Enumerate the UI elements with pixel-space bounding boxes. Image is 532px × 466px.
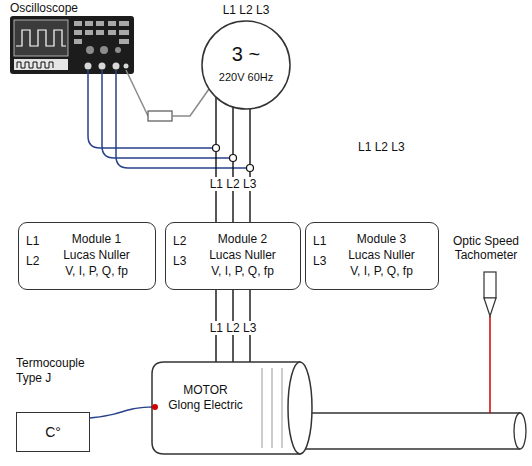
scope-button	[74, 39, 82, 44]
source-text: 3 ~	[232, 42, 260, 66]
motor: MOTOR Glong Electric	[150, 360, 314, 456]
measurement-module: L1 L2Module 1Lucas Nuller V, I, P, Q, fp	[18, 222, 156, 290]
source-text: 220V 60Hz	[219, 70, 273, 84]
module-text: Lucas Nuller V, I, P, Q, fp	[342, 247, 422, 279]
scope-knob	[100, 46, 108, 54]
sensor-box: C°	[16, 412, 90, 452]
reference-lead	[126, 70, 209, 121]
junction-dot	[213, 145, 220, 152]
phase-label: L1 L2 L3	[208, 321, 259, 335]
instrument-label: Optic Speed Tachometer	[446, 234, 526, 262]
junction-dot	[230, 155, 237, 162]
phase-label: L1 L2 L3	[358, 140, 405, 154]
scope-button	[85, 21, 93, 26]
pulse-wave	[17, 62, 53, 68]
square-wave	[16, 30, 66, 46]
grey-lead	[126, 70, 148, 116]
scope-button	[108, 30, 116, 35]
scope-button	[119, 21, 129, 26]
tachometer-probe	[484, 272, 496, 413]
cooling-fin	[272, 368, 273, 448]
scope-knob	[86, 46, 94, 54]
module-text: Lucas Nuller V, I, P, Q, fp	[57, 247, 137, 279]
wire	[232, 107, 233, 222]
power-source: 3 ~ 220V 60Hz	[201, 20, 291, 110]
thermocouple: Termocouple Type J C°	[16, 356, 90, 452]
scope-button	[108, 21, 116, 26]
source-circle	[202, 21, 290, 109]
scope-button	[74, 30, 82, 35]
scope-button	[74, 21, 82, 26]
scope-button	[119, 39, 129, 44]
scope-button	[96, 21, 104, 26]
cooling-fin	[262, 368, 263, 448]
sensor-point	[152, 404, 158, 410]
phase-column: L1 L3	[313, 231, 329, 271]
module-column: Module 1Lucas Nuller V, I, P, Q, fp	[42, 231, 147, 279]
shaft-outline	[300, 413, 520, 449]
scope-button	[85, 30, 93, 35]
module-text: Module 2	[193, 231, 292, 247]
resistor-symbol	[148, 111, 172, 121]
phase-text: L2 L3	[173, 231, 189, 271]
probe-connector	[124, 64, 129, 69]
motor-housing	[152, 362, 300, 454]
junction-dot	[247, 165, 254, 172]
grey-lead	[172, 89, 209, 116]
measurement-module: L2 L3Module 2Lucas Nuller V, I, P, Q, fp	[165, 222, 301, 290]
shaft-fill	[300, 413, 520, 449]
unit-text: C°	[45, 424, 61, 440]
motor-text: MOTOR Glong Electric	[167, 383, 244, 413]
module-text: Module 3	[333, 231, 430, 247]
phase-label: L1 L2 L3	[208, 177, 259, 191]
three-phase-wires	[216, 97, 250, 222]
tachometer-tip	[484, 298, 496, 316]
sensor-heading: Termocouple Type J	[16, 356, 90, 386]
shaft-end	[514, 413, 526, 449]
scope-button	[96, 30, 104, 35]
device-label: Oscilloscope	[10, 1, 78, 15]
scope-knob	[115, 47, 121, 53]
tachometer-body	[484, 272, 496, 298]
oscilloscope-strip	[14, 59, 68, 70]
wire	[215, 97, 216, 222]
laser-beam	[489, 316, 491, 413]
scope-button	[119, 30, 129, 35]
phase-column: L1 L2	[26, 231, 42, 271]
module-text: Module 1	[46, 231, 147, 247]
phase-text: L1 L3	[313, 231, 329, 271]
probe-connector	[85, 63, 92, 70]
module-column: Module 3Lucas Nuller V, I, P, Q, fp	[329, 231, 430, 279]
phase-column: L2 L3	[173, 231, 189, 271]
cooling-fin	[282, 368, 283, 448]
probe-connector	[99, 63, 106, 70]
phase-label: L1 L2 L3	[223, 3, 270, 17]
oscilloscope-icon	[10, 16, 134, 74]
motor-end-cap	[288, 362, 312, 454]
oscilloscope-body	[10, 16, 134, 74]
module-column: Module 2Lucas Nuller V, I, P, Q, fp	[189, 231, 292, 279]
wire	[90, 407, 152, 418]
probe-wire	[88, 70, 213, 148]
phase-text: L1 L2	[26, 231, 42, 271]
probe-connector	[113, 63, 120, 70]
module-text: Lucas Nuller V, I, P, Q, fp	[203, 247, 283, 279]
oscilloscope-screen	[14, 20, 68, 56]
measurement-module: L1 L3Module 3Lucas Nuller V, I, P, Q, fp	[305, 222, 439, 290]
sensor-lead	[90, 407, 152, 418]
motor-shaft	[300, 413, 526, 449]
